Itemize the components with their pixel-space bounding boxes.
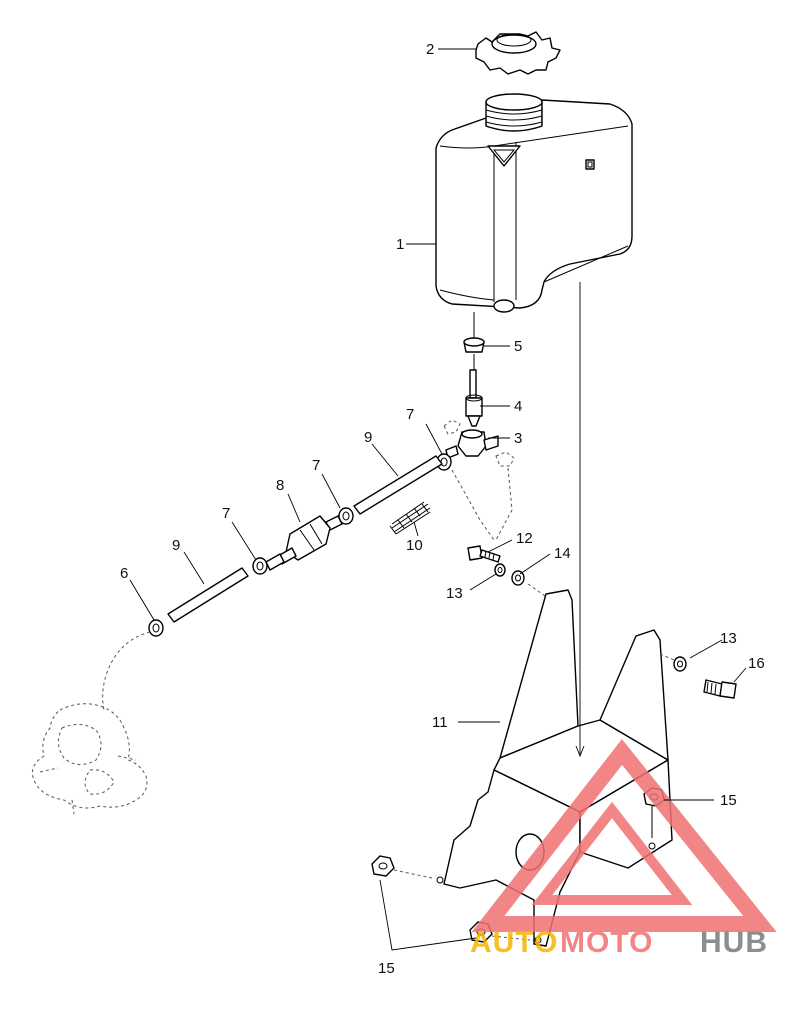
part-spring <box>389 501 431 535</box>
callout-13-left: 13 <box>446 585 463 602</box>
callout-7-low: 7 <box>222 505 230 522</box>
callout-1: 1 <box>396 236 404 253</box>
part-washer-13-left <box>494 563 506 577</box>
ghost-carburetor <box>31 703 148 815</box>
callout-14: 14 <box>554 545 571 562</box>
callout-16: 16 <box>748 655 765 672</box>
part-washer-14 <box>511 570 525 586</box>
watermark-text-hub: HUB <box>700 926 768 959</box>
callout-9-low: 9 <box>172 537 180 554</box>
part-fitting <box>465 369 483 427</box>
part-hose-clamps <box>252 453 452 575</box>
part-nut-15-left <box>371 855 433 879</box>
part-grommet <box>463 312 485 372</box>
part-fuel-hoses <box>167 455 443 623</box>
callout-3: 3 <box>514 430 522 447</box>
leader-lines <box>129 48 747 951</box>
part-fuel-filter <box>265 515 343 571</box>
part-carb-clamp <box>102 619 164 711</box>
callout-15-bottom: 15 <box>378 960 395 977</box>
part-fuel-tank <box>435 93 633 313</box>
callout-15-right: 15 <box>720 792 737 809</box>
callout-2: 2 <box>426 41 434 58</box>
part-filler-cap <box>475 31 561 75</box>
callout-4: 4 <box>514 398 522 415</box>
clamp-top <box>436 453 452 471</box>
part-screw-12 <box>467 545 501 563</box>
callout-13-right: 13 <box>720 630 737 647</box>
callout-10: 10 <box>406 537 423 554</box>
callout-7-top: 7 <box>406 406 414 423</box>
callout-labels: 2 1 5 4 3 7 9 7 8 7 9 6 10 12 13 14 11 1… <box>120 41 765 977</box>
callout-7-mid: 7 <box>312 457 320 474</box>
watermark-text-moto: MOTO <box>560 926 653 959</box>
watermark-logo: AUTO MOTO HUB <box>470 739 777 959</box>
callout-5: 5 <box>514 338 522 355</box>
clamp-low <box>252 557 268 575</box>
callout-12: 12 <box>516 530 533 547</box>
callout-6: 6 <box>120 565 128 582</box>
callout-9-top: 9 <box>364 429 372 446</box>
part-bolt-16 <box>703 679 737 699</box>
watermark-text-auto: AUTO <box>470 926 558 959</box>
clamp-mid <box>338 507 354 525</box>
callout-11: 11 <box>432 714 448 731</box>
callout-8: 8 <box>276 477 284 494</box>
part-washer-13-right <box>673 656 687 672</box>
